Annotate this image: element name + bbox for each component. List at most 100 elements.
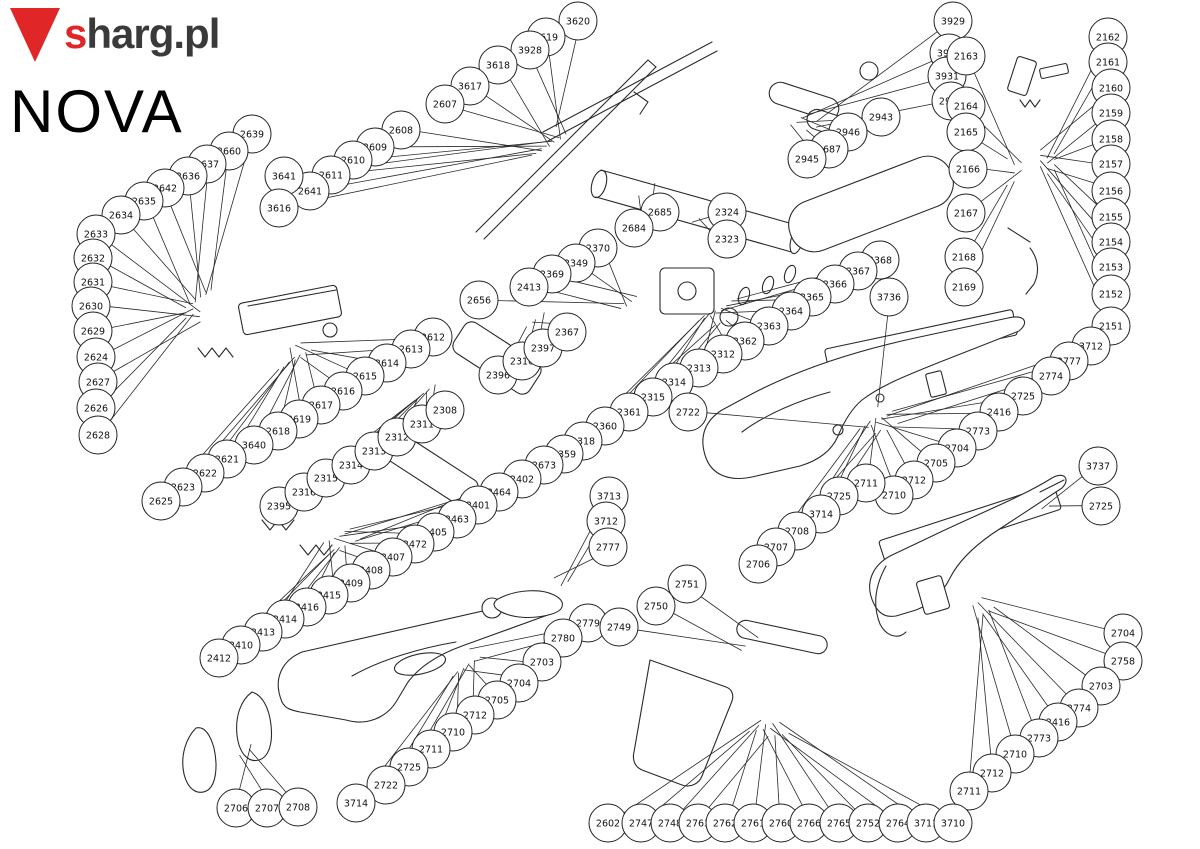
part-number: 2359 — [552, 450, 576, 461]
part-callout-3620: 3620 — [558, 1, 598, 41]
part-number: 2164 — [954, 102, 978, 113]
part-number: 2751 — [675, 580, 699, 591]
part-number: 2708 — [785, 527, 809, 538]
callout-circle — [425, 390, 465, 430]
leader-line — [569, 279, 638, 297]
leader-line — [886, 412, 981, 415]
part-callout-2945: 2945 — [787, 139, 827, 179]
callout-circle — [948, 149, 988, 189]
leader-line — [892, 366, 1051, 412]
part-number: 2161 — [1096, 58, 1120, 69]
part-callout-2413: 2413 — [509, 267, 549, 307]
leader-line — [1054, 164, 1097, 205]
leader-line — [781, 733, 856, 810]
leader-line — [801, 60, 933, 119]
part-number: 2621 — [215, 455, 239, 466]
part-callout-2367: 2367 — [547, 312, 587, 352]
part-callout-2750: 2750 — [636, 586, 676, 626]
callout-circle — [946, 193, 986, 233]
leader-line — [110, 265, 187, 309]
part-number: 2414 — [273, 615, 297, 626]
part-number: 2703 — [1089, 682, 1113, 693]
leader-line — [876, 421, 940, 442]
leader-line — [189, 194, 202, 298]
leader-line — [974, 184, 1008, 242]
leader-line — [349, 153, 537, 173]
leader-line — [700, 596, 759, 639]
leader-line — [808, 81, 930, 115]
part-number: 2151 — [1099, 322, 1123, 333]
brand-row: sharg.pl — [8, 6, 220, 64]
part-number: 2409 — [339, 579, 363, 590]
part-callout-2308: 2308 — [425, 390, 465, 430]
part-number: 2617 — [309, 401, 333, 412]
leader-line — [371, 140, 553, 160]
part-number: 2158 — [1099, 135, 1123, 146]
leader-line — [706, 412, 869, 428]
callout-circle — [259, 188, 299, 228]
leader-line — [540, 312, 545, 330]
part-number: 2710 — [441, 728, 465, 739]
part-number: 2368 — [868, 256, 892, 267]
part-number: 2684 — [622, 224, 646, 235]
leader-line — [1054, 144, 1094, 160]
part-number: 2607 — [433, 100, 457, 111]
brand-prefix: s — [64, 10, 87, 57]
part-callout-3736: 3736 — [869, 277, 909, 317]
leader-line — [774, 735, 780, 805]
part-number: 2764 — [886, 819, 910, 830]
callout-circle — [510, 30, 550, 70]
part-number: 3714 — [809, 510, 833, 521]
callout-circle — [547, 312, 587, 352]
leader-line — [210, 169, 227, 291]
leader-line — [344, 545, 347, 565]
callout-circle — [787, 139, 827, 179]
part-number: 2312 — [385, 433, 409, 444]
callout-circle — [78, 415, 118, 455]
part-number: 2318 — [571, 437, 595, 448]
brand-name: sharg.pl — [64, 6, 220, 62]
part-number: 2613 — [399, 345, 423, 356]
part-number: 2162 — [1096, 33, 1120, 44]
part-number: 2626 — [84, 404, 108, 415]
part-number: 3710 — [941, 819, 965, 830]
callout-circle — [869, 277, 909, 317]
part-number: 2167 — [954, 209, 978, 220]
part-number: 2725 — [397, 763, 421, 774]
part-callout-2625: 2625 — [141, 481, 181, 521]
part-number: 2636 — [176, 172, 200, 183]
part-number: 3640 — [242, 441, 266, 452]
part-number: 2762 — [713, 819, 737, 830]
callout-circle — [949, 771, 989, 811]
part-number: 2631 — [81, 278, 105, 289]
leader-line — [472, 660, 475, 697]
leader-line — [509, 79, 550, 147]
part-number: 2760 — [769, 819, 793, 830]
part-number: 2773 — [1027, 734, 1051, 745]
part-number: 2410 — [229, 641, 253, 652]
sharg-logo: sharg.pl NOVA — [8, 6, 220, 142]
callout-circle — [738, 544, 778, 584]
part-number: 3619 — [534, 33, 558, 44]
part-number: 2943 — [869, 113, 893, 124]
part-callout-3928: 3928 — [510, 30, 550, 70]
leader-line — [982, 614, 1049, 707]
part-number: 2413 — [251, 628, 275, 639]
leader-line — [111, 312, 187, 328]
callout-circle — [459, 280, 499, 320]
callout-circle — [588, 527, 628, 567]
callout-circle — [366, 765, 406, 805]
part-number: 2633 — [84, 230, 108, 241]
part-number: 2156 — [1099, 187, 1123, 198]
part-number: 2706 — [746, 560, 770, 571]
leader-line — [1039, 166, 1105, 309]
part-number: 2777 — [1057, 357, 1081, 368]
part-number: 2628 — [86, 431, 110, 442]
leader-line — [969, 613, 984, 773]
part-number: 2163 — [954, 52, 978, 63]
callout-circle — [509, 267, 549, 307]
part-number: 2416 — [1046, 718, 1070, 729]
part-number: 2155 — [1099, 213, 1123, 224]
part-callout-2708: 2708 — [278, 787, 318, 827]
leader-line — [462, 109, 560, 139]
